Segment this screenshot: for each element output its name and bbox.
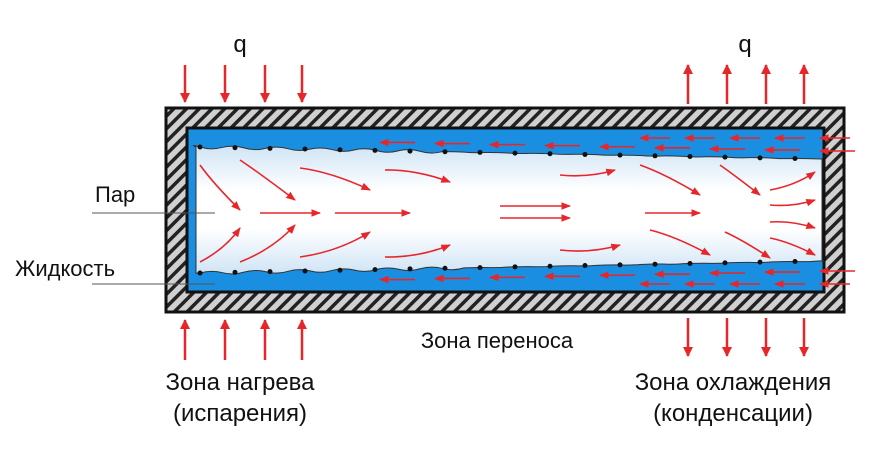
transport-zone-label: Зона переноса [421,328,574,353]
wick-dot [267,145,273,151]
vapor-arrow [719,164,761,196]
vapor-arrow [299,231,371,258]
wick-dot [722,260,728,266]
wick-dot [407,148,413,154]
wick-dot [477,265,483,271]
wick-dot [617,152,623,158]
wick-dot [722,154,728,160]
wick-dot [407,266,413,272]
wick-dot [337,267,343,273]
cooling-zone-label: Зона охлаждения [635,369,832,396]
wick-dot [582,151,588,157]
vapor-arrow [769,237,816,256]
vapor-arrow [559,243,621,252]
q-left-label: q [233,31,246,58]
vapor-arrow [239,159,296,201]
vapor-arrow [299,167,371,191]
wick-dot [232,145,238,151]
liquid-label: Жидкость [15,256,115,281]
vapor-arrow [769,171,816,191]
vapor-arrow [649,229,711,256]
wick-dot [267,269,273,275]
wick-dot [652,261,658,267]
wick-dot [792,258,798,264]
wick-dot [372,267,378,273]
wick-dot [582,263,588,269]
wick-dot [687,261,693,267]
heat-flux-arrows [180,64,809,360]
vapor-arrow [769,198,816,207]
vapor-flow-arrows [199,159,816,263]
heating-zone-sublabel: (испарения) [173,400,307,427]
vapor-arrow [384,169,451,183]
wick-dot [547,151,553,157]
vapor-arrow [639,164,701,196]
wick-dot [792,156,798,162]
heating-zone-label: Зона нагрева [166,369,316,396]
wick-boundary-dots [197,144,798,276]
vapor-arrow [384,244,451,258]
wick-dot [687,153,693,159]
wick-dot [547,263,553,269]
vapor-core [192,144,824,275]
wick-dot [302,146,308,152]
wick-dot [757,155,763,161]
wick-dot [512,264,518,270]
vapor-arrow [769,220,816,230]
wick-dot [372,147,378,153]
wick-dot [617,262,623,268]
q-right-label: q [738,31,751,58]
vapor-arrow [199,164,241,211]
wick-dot [232,269,238,275]
wick-dot [477,149,483,155]
wick-dot [757,259,763,265]
wick-dot [442,265,448,271]
wick-dot [337,147,343,153]
wick-dot [197,144,203,150]
wick-dot [302,268,308,274]
liquid-flow-arrows [379,134,855,288]
vapor-arrow [724,231,771,259]
cooling-zone-sublabel: (конденсации) [653,400,813,427]
wick-dot [442,149,448,155]
vapor-arrow [199,227,241,263]
vapor-label: Пар [95,182,135,207]
wick-dot [197,270,203,276]
wick-dot [652,153,658,159]
wick-dot [512,150,518,156]
vapor-arrow [559,168,616,177]
vapor-arrow [239,224,296,263]
